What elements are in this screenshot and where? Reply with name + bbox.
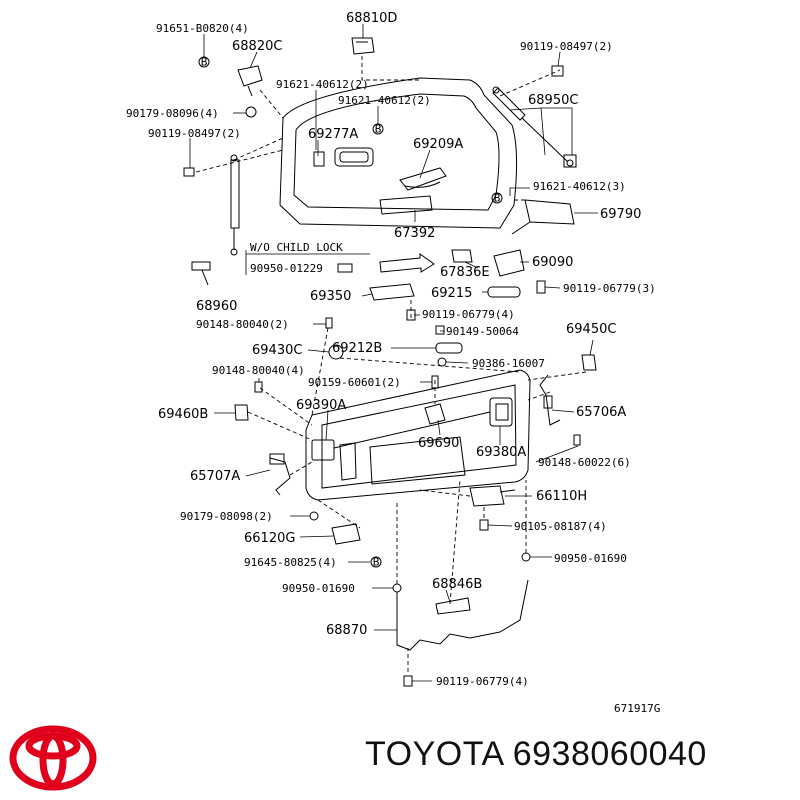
label-91621-40612-a: 91621-40612(2) <box>276 78 369 91</box>
label-90950-01690-left: 90950-01690 <box>282 582 355 595</box>
svg-text:B: B <box>201 56 208 69</box>
label-68950c: 68950C <box>528 93 578 108</box>
label-69460b: 69460B <box>158 407 208 422</box>
leader-lines <box>189 24 598 682</box>
label-68810d: 68810D <box>346 11 397 26</box>
label-90179-08098: 90179-08098(2) <box>180 510 273 523</box>
gas-strut-left <box>191 154 240 286</box>
label-wo-child-lock: W/O CHILD LOCK <box>250 241 343 254</box>
svg-text:B: B <box>373 556 380 569</box>
label-69380a: 69380A <box>476 445 526 460</box>
label-69209a: 69209A <box>413 137 463 152</box>
label-69350: 69350 <box>310 289 351 304</box>
label-69430c: 69430C <box>252 343 302 358</box>
label-66120g: 66120G <box>244 531 295 546</box>
label-91621-40612-b: 91621-40612(2) <box>338 94 431 107</box>
label-69450c: 69450C <box>566 322 616 337</box>
part-labels: 91651-B0820(4) 68810D 68820C 90119-08497… <box>126 11 660 715</box>
label-69090: 69090 <box>532 255 573 270</box>
label-90119-08497-left: 90119-08497(2) <box>148 127 241 140</box>
callout-markers: B B B B <box>198 56 503 569</box>
label-90119-06779-3: 90119-06779(3) <box>563 282 656 295</box>
brand-part-title: TOYOTA 6938060040 <box>365 735 707 774</box>
label-68870: 68870 <box>326 623 367 638</box>
label-90119-06779-4a: 90119-06779(4) <box>422 308 515 321</box>
label-91645-80825: 91645-80825(4) <box>244 556 337 569</box>
upper-hatch-panel <box>279 77 518 229</box>
label-69215: 69215 <box>431 286 472 301</box>
callout-b-3: B <box>491 192 503 205</box>
callout-b-1: B <box>198 56 210 69</box>
label-68960: 68960 <box>196 299 237 314</box>
callout-b-4: B <box>370 556 382 569</box>
label-91621-40612-c: 91621-40612(3) <box>533 180 626 193</box>
label-69390a: 69390A <box>296 398 346 413</box>
label-90149-50064: 90149-50064 <box>446 325 519 338</box>
brand-name: TOYOTA <box>365 735 503 773</box>
label-69277a: 69277A <box>308 127 358 142</box>
part-number: 6938060040 <box>512 735 707 773</box>
label-67392: 67392 <box>394 226 435 241</box>
label-91651-b0820: 91651-B0820(4) <box>156 22 249 35</box>
label-90119-08497-top: 90119-08497(2) <box>520 40 613 53</box>
assembly-lines <box>195 56 587 672</box>
hardware-parts <box>183 37 597 687</box>
label-69790: 69790 <box>600 207 641 222</box>
label-90119-06779-4b: 90119-06779(4) <box>436 675 529 688</box>
label-90148-80040-4: 90148-80040(4) <box>212 364 305 377</box>
label-68846b: 68846B <box>432 577 482 592</box>
label-69212b: 69212B <box>332 341 382 356</box>
label-68820c: 68820C <box>232 39 282 54</box>
label-65707a: 65707A <box>190 469 240 484</box>
label-67836e: 67836E <box>440 265 490 280</box>
figure-code: 671917G <box>614 702 660 715</box>
label-90105-08187: 90105-08187(4) <box>514 520 607 533</box>
label-90950-01229: 90950-01229 <box>250 262 323 275</box>
lower-tailgate-panel <box>305 369 531 501</box>
svg-text:B: B <box>375 123 382 136</box>
label-90159-60601: 90159-60601(2) <box>308 376 401 389</box>
label-90148-60022: 90148-60022(6) <box>538 456 631 469</box>
callout-b-2: B <box>372 123 384 136</box>
label-69690: 69690 <box>418 436 459 451</box>
label-90179-08096: 90179-08096(4) <box>126 107 219 120</box>
toyota-logo <box>9 725 97 791</box>
label-90148-80040-2: 90148-80040(2) <box>196 318 289 331</box>
label-90386-16007: 90386-16007 <box>472 357 545 370</box>
label-65706a: 65706A <box>576 405 626 420</box>
svg-text:B: B <box>494 192 501 205</box>
label-90950-01690-right: 90950-01690 <box>554 552 627 565</box>
label-66110h: 66110H <box>536 489 587 504</box>
